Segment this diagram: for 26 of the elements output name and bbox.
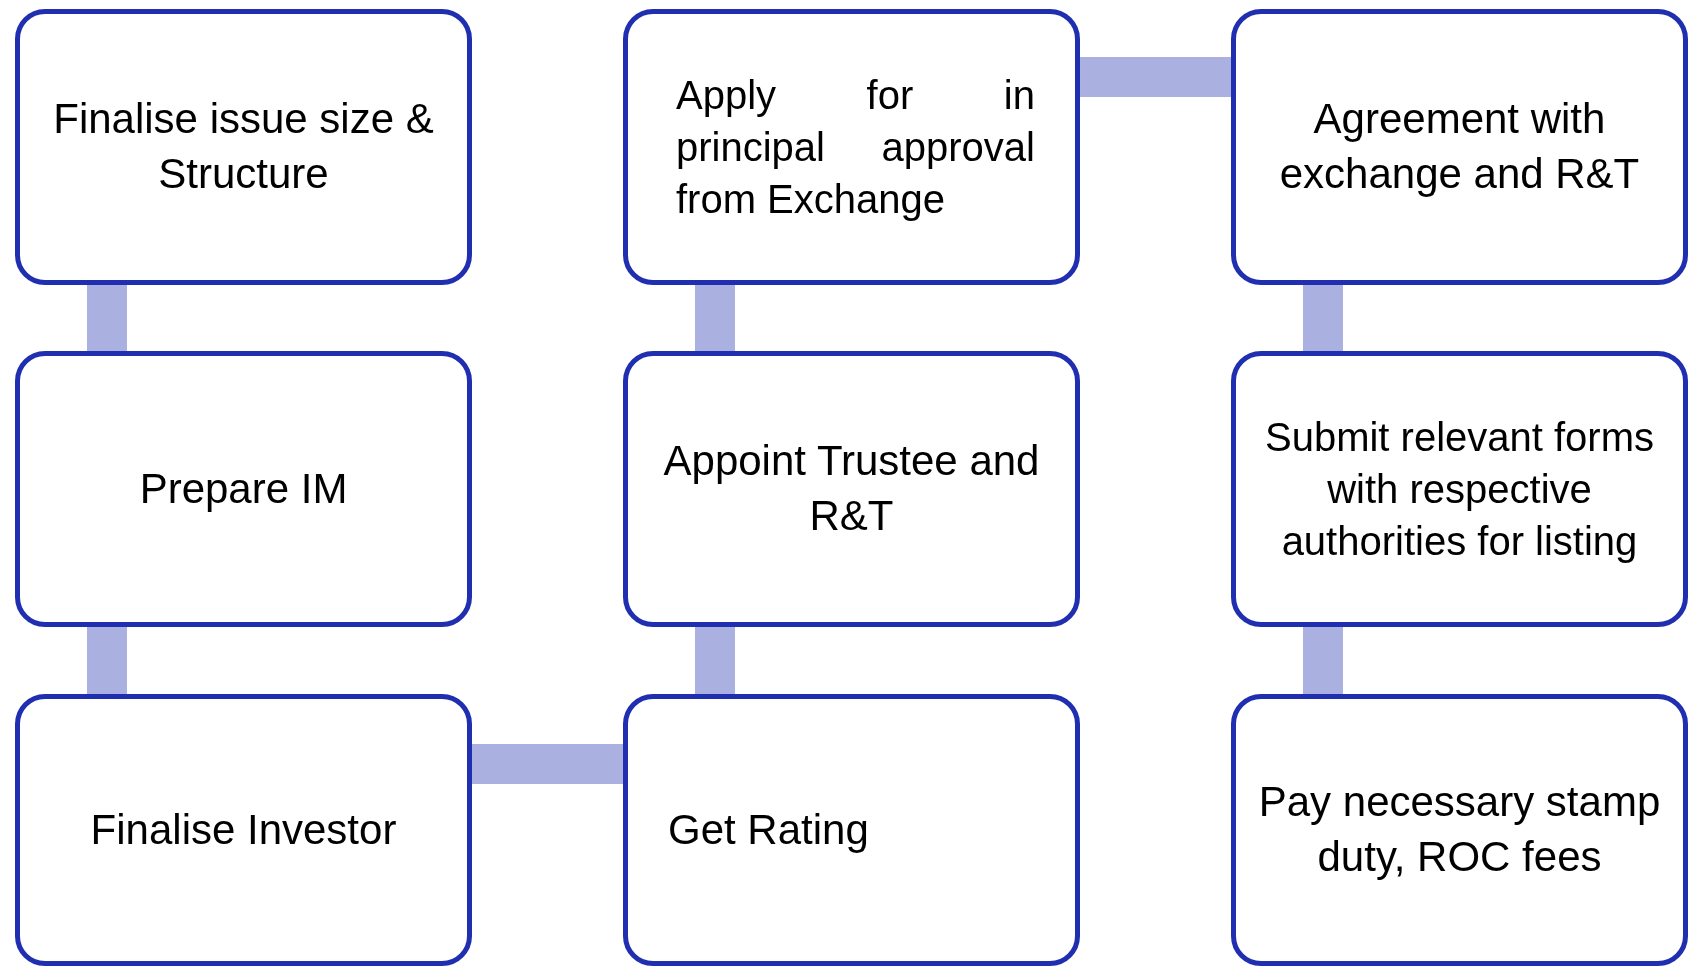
- step-text: Appoint Trustee and R&T: [662, 436, 1041, 541]
- process-box: [623, 694, 1080, 966]
- process-box: [1231, 694, 1688, 966]
- step-text: Pay necessary stamp duty, ROC fees: [1258, 777, 1661, 882]
- step-text: Submit relevant forms with respective authorities for listing: [1264, 414, 1655, 565]
- step-text: Finalise issue size & Structure: [52, 94, 435, 199]
- connector: [472, 744, 623, 784]
- connector: [87, 627, 127, 694]
- process-box: [15, 694, 472, 966]
- process-box: [15, 351, 472, 627]
- connector: [1303, 285, 1343, 351]
- connector: [1080, 57, 1231, 97]
- process-box: [623, 351, 1080, 627]
- process-box: [15, 9, 472, 285]
- step-text: Prepare IM: [139, 463, 348, 514]
- step-text: Get Rating: [668, 804, 870, 855]
- step-text: Agreement with exchange and R&T: [1278, 94, 1641, 199]
- process-box: [1231, 351, 1688, 627]
- connector: [87, 285, 127, 351]
- step-text: Apply for in principal approval from Exchange: [676, 72, 1035, 223]
- step-text: Finalise Investor: [90, 804, 397, 855]
- process-box: [1231, 9, 1688, 285]
- connector: [695, 627, 735, 694]
- connector: [695, 285, 735, 351]
- connector: [1303, 627, 1343, 694]
- process-box: [623, 9, 1080, 285]
